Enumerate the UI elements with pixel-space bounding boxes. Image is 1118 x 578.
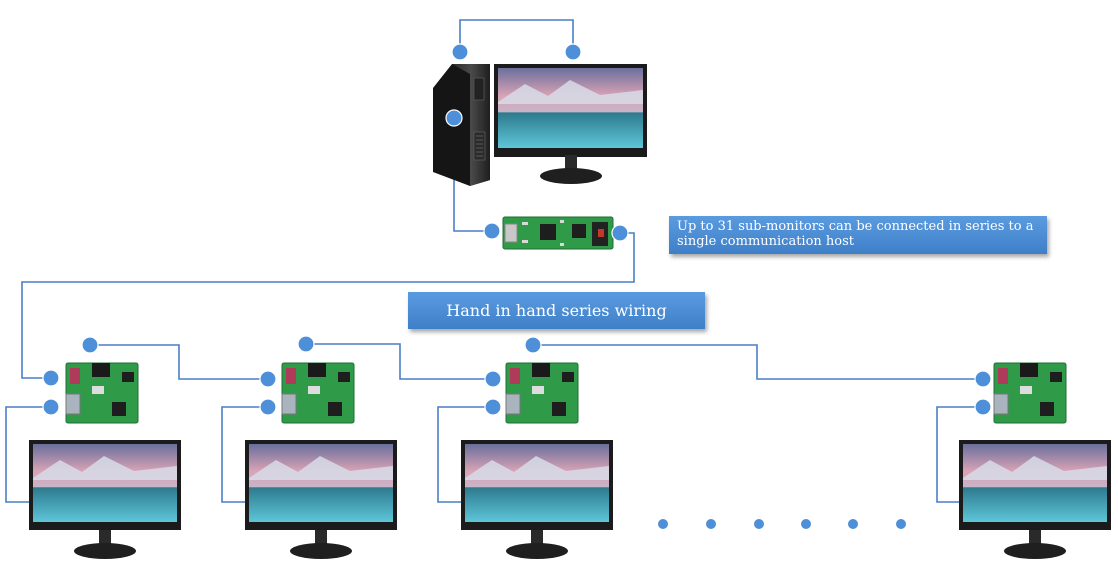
wire-board2-to-board3 <box>306 343 493 380</box>
node-comm-in <box>483 222 501 240</box>
desktop-tower-icon <box>433 64 490 186</box>
ellipsis-dot <box>754 519 764 529</box>
wire-board4-to-monitor4 <box>936 406 983 503</box>
node-board1-in <box>42 369 60 387</box>
node-board2-in <box>259 370 277 388</box>
node-board3-in <box>484 370 502 388</box>
capacity-note: Up to 31 sub-monitors can be connected i… <box>669 216 1047 254</box>
node-pc-top <box>451 43 469 61</box>
ellipsis-dot <box>896 519 906 529</box>
node-board4-out <box>974 398 992 416</box>
wire-comm-host-to-bus <box>21 232 635 379</box>
node-board3-out <box>484 398 502 416</box>
ellipsis-dots <box>658 519 906 529</box>
node-board2-top <box>297 335 315 353</box>
node-pc-out <box>445 109 463 127</box>
connection-nodes <box>42 43 992 416</box>
communication-host-board <box>502 216 614 250</box>
wire-board2-to-monitor2 <box>221 406 268 503</box>
sub-monitor-board-1 <box>65 362 139 424</box>
sub-monitor-board-2 <box>281 362 355 424</box>
display-monitor-1 <box>29 440 181 559</box>
node-board1-out <box>42 398 60 416</box>
sub-monitor-board-3 <box>505 362 579 424</box>
node-board3-top <box>524 336 542 354</box>
wire-board1-to-board2 <box>90 344 268 380</box>
wire-board3-to-board4 <box>533 344 983 380</box>
host-monitor <box>494 64 647 184</box>
ellipsis-dot <box>801 519 811 529</box>
display-monitor-2 <box>245 440 397 559</box>
node-board4-in <box>974 370 992 388</box>
display-monitor-3 <box>461 440 613 559</box>
wire-board3-to-monitor3 <box>437 406 493 503</box>
ellipsis-dot <box>706 519 716 529</box>
sub-monitor-board-4 <box>993 362 1067 424</box>
ellipsis-dot <box>848 519 858 529</box>
wire-board1-to-monitor1 <box>5 406 51 503</box>
display-monitor-4 <box>959 440 1111 559</box>
ellipsis-dot <box>658 519 668 529</box>
node-board2-out <box>259 398 277 416</box>
wire-host-pc-to-monitor <box>459 19 574 52</box>
node-comm-out <box>611 224 629 242</box>
node-monitor-top <box>564 43 582 61</box>
node-board1-top <box>81 336 99 354</box>
diagram-title: Hand in hand series wiring <box>408 292 705 329</box>
